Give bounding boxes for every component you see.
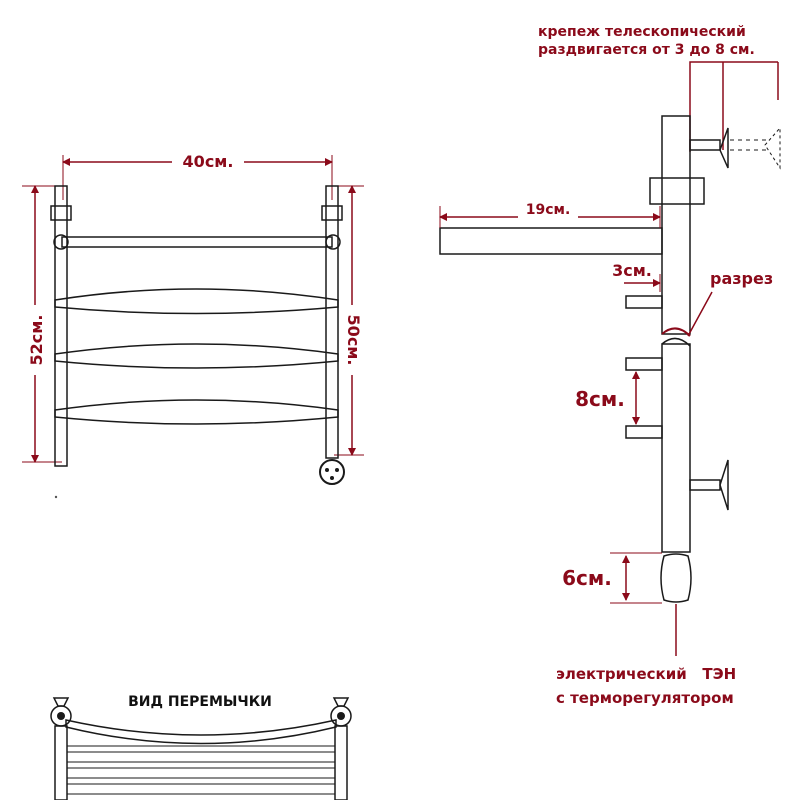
electric-heater-body: [660, 553, 692, 603]
curved-jumper-bar: [65, 719, 337, 745]
offset-label: 3см.: [612, 261, 652, 280]
heater-plug: [319, 459, 345, 485]
clamp-block: [649, 177, 705, 205]
left-vertical-tube: [54, 185, 68, 467]
left-top-mount-nut: [50, 205, 72, 221]
front-view: 40см. 52см. 50см.: [22, 150, 364, 499]
curved-rung-1: [54, 288, 339, 315]
lower-vertical-post: [661, 343, 691, 553]
curved-rung-2: [54, 343, 339, 369]
horizontal-arm: [439, 227, 663, 255]
lower-wall-bracket: [689, 479, 721, 491]
side-view: крепеж телескопический раздвигается от 3…: [439, 24, 781, 707]
middle-rung-stub: [625, 357, 663, 371]
depth-label: 19см.: [526, 202, 571, 218]
right-vertical-tube: [325, 185, 339, 459]
mount-note-line2: раздвигается от 3 до 8 см.: [538, 42, 755, 58]
heater-note-line2: с терморегулятором: [556, 689, 734, 707]
spacing-label: 8см.: [575, 387, 625, 411]
right-top-mount-nut: [321, 205, 343, 221]
top-straight-bar: [61, 236, 333, 248]
lower-rung-stub: [625, 425, 663, 439]
left-bar-joint: [53, 234, 69, 250]
width-label: 40см.: [183, 152, 234, 171]
upper-wall-bracket: [689, 139, 721, 151]
mount-note-line1: крепеж телескопический: [538, 24, 746, 40]
heater-size-label: 6см.: [562, 566, 612, 590]
cut-label: разрез: [710, 269, 773, 288]
jumper-view-title: ВИД ПЕРЕМЫЧКИ: [128, 694, 272, 710]
heater-note-line1: электрический ТЭН: [556, 665, 736, 683]
inner-height-label: 50см.: [344, 315, 363, 366]
outer-height-label: 52см.: [27, 315, 46, 366]
upper-rung-stub: [625, 295, 663, 309]
right-bar-joint: [325, 234, 341, 250]
upper-vertical-post: [661, 115, 691, 335]
curved-rung-3: [54, 399, 339, 425]
jumper-view: ВИД ПЕРЕМЫЧКИ: [50, 694, 352, 800]
